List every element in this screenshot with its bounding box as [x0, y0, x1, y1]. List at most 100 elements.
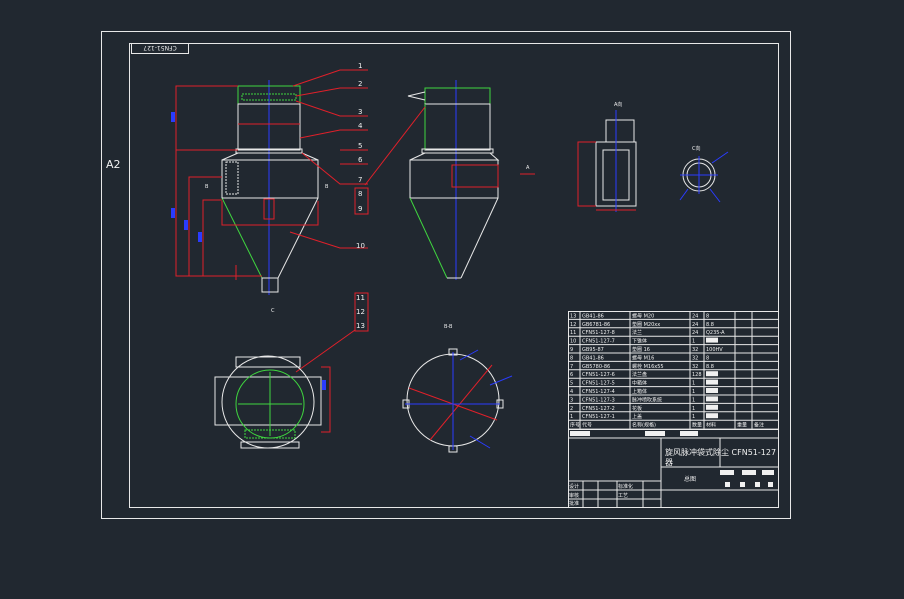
parts-cell-code: GB41-86: [582, 313, 604, 319]
parts-cell-code: CFN51-127-4: [582, 389, 615, 395]
parts-header-cell: 备注: [754, 422, 764, 429]
svg-text:5: 5: [358, 142, 362, 150]
parts-cell-no: 3: [570, 397, 573, 403]
label-design: 设计: [569, 483, 579, 490]
label-approve: 批准: [569, 500, 579, 507]
view-a: [577, 110, 637, 212]
parts-cell-qty: 128: [692, 372, 702, 378]
parts-cell-name: 螺母 M16: [632, 354, 654, 361]
parts-cell-name: 垫圈 M20xx: [632, 321, 660, 328]
sheet-size: A2: [106, 158, 121, 171]
section-b-b-label: B-B: [444, 324, 453, 330]
parts-cell-qty: 24: [692, 313, 698, 319]
drawing-title: 旋风脉冲袋式除尘 CFN51-127: [665, 447, 776, 457]
view-arrow-a: A: [526, 165, 530, 171]
section-mark-b-right: B: [325, 184, 329, 190]
label-review: 审核: [569, 492, 579, 499]
view-a-label: A向: [614, 101, 622, 108]
parts-cell-code: CFN51-127-1: [582, 414, 615, 420]
outer-frame: [101, 31, 791, 519]
parts-cell-material: Q235-A: [706, 330, 725, 336]
parts-header-cell: 名称(规格): [632, 422, 656, 429]
title-block: 旋风脉冲袋式除尘 CFN51-127 器 总图 设计 标准化 审核 工艺 批准: [568, 429, 779, 508]
parts-cell-qty: 1: [692, 339, 695, 345]
bottom-view: [214, 355, 331, 449]
parts-cell-no: 7: [570, 364, 573, 370]
parts-cell-material: 8.8: [706, 364, 714, 370]
svg-text:13: 13: [356, 322, 365, 330]
svg-text:7: 7: [358, 176, 362, 184]
parts-header-cell: 代号: [582, 422, 592, 429]
parts-cell-name: 中箱体: [632, 380, 647, 387]
parts-header-cell: 序号: [570, 422, 580, 429]
parts-cell-qty: 1: [692, 406, 695, 412]
drawing-number-stamp: CFN51-127: [143, 44, 177, 51]
parts-cell-qty: 1: [692, 414, 695, 420]
section-b-b: [402, 348, 513, 453]
parts-header-cell: 重量: [737, 422, 747, 429]
parts-cell-code: GB5780-86: [582, 364, 610, 370]
parts-cell-qty: 32: [692, 355, 698, 361]
parts-cell-qty: 32: [692, 364, 698, 370]
label-standardization: 标准化: [618, 483, 633, 490]
parts-cell-name: 法兰: [632, 329, 642, 336]
parts-cell-no: 11: [570, 330, 576, 336]
parts-cell-qty: 1: [692, 389, 695, 395]
parts-cell-no: 8: [570, 355, 573, 361]
view-c: [679, 151, 729, 203]
parts-cell-material: 8: [706, 313, 709, 319]
parts-cell-qty: 32: [692, 347, 698, 353]
label-process: 工艺: [618, 493, 628, 499]
svg-text:9: 9: [358, 205, 362, 213]
parts-cell-code: CFN51-127-8: [582, 330, 615, 336]
parts-cell-no: 1: [570, 414, 573, 420]
svg-text:6: 6: [358, 156, 363, 164]
parts-cell-name: 脉冲喷吹系统: [632, 396, 662, 403]
parts-cell-qty: 1: [692, 381, 695, 387]
parts-cell-material: 100HV: [706, 347, 723, 353]
parts-cell-code: GB6781-86: [582, 322, 610, 328]
svg-text:12: 12: [356, 308, 365, 316]
svg-text:1: 1: [358, 62, 362, 70]
parts-cell-name: 螺母 M20: [632, 312, 654, 319]
parts-cell-name: 上箱体: [632, 388, 647, 395]
parts-cell-qty: 24: [692, 330, 698, 336]
parts-cell-no: 5: [570, 381, 573, 387]
view-c-label: C向: [692, 145, 701, 152]
svg-text:3: 3: [358, 108, 362, 116]
parts-cell-code: CFN51-127-3: [582, 397, 615, 403]
parts-cell-no: 12: [570, 322, 576, 328]
parts-header-cell: 材料: [706, 422, 716, 429]
parts-cell-name: 螺栓 M16x55: [632, 363, 664, 370]
parts-cell-no: 6: [570, 372, 573, 378]
parts-cell-code: CFN51-127-5: [582, 381, 615, 387]
parts-cell-code: GB41-86: [582, 355, 604, 361]
parts-cell-name: 花板: [632, 405, 642, 412]
callout-numbers: 1 2 3 4 5 6 7 8 9 10 11 12 13: [356, 62, 365, 330]
parts-cell-name: 下锥体: [632, 338, 647, 345]
parts-header-cell: 数量: [692, 422, 702, 429]
svg-text:10: 10: [356, 242, 365, 250]
parts-cell-code: CFN51-127-6: [582, 372, 615, 378]
parts-cell-code: CFN51-127-7: [582, 339, 615, 345]
view-arrow-c: C: [271, 308, 275, 314]
drawing-title-line2: 器: [665, 458, 673, 467]
side-view: [364, 80, 535, 280]
parts-cell-name: 法兰盘: [632, 371, 647, 378]
parts-cell-qty: 24: [692, 322, 698, 328]
svg-text:2: 2: [358, 80, 362, 88]
parts-cell-material: 8: [706, 355, 709, 361]
parts-cell-name: 垫圈 16: [632, 346, 650, 353]
drawing-subtitle: 总图: [684, 475, 696, 483]
svg-text:8: 8: [358, 190, 362, 198]
parts-cell-no: 9: [570, 347, 573, 353]
parts-cell-code: CFN51-127-2: [582, 406, 615, 412]
parts-cell-name: 上盖: [632, 413, 642, 420]
parts-cell-no: 13: [570, 313, 576, 319]
inner-frame: [129, 43, 779, 508]
section-mark-b-left: B: [205, 184, 209, 190]
stamp-box: [131, 43, 189, 54]
parts-cell-code: GB95-87: [582, 347, 604, 353]
